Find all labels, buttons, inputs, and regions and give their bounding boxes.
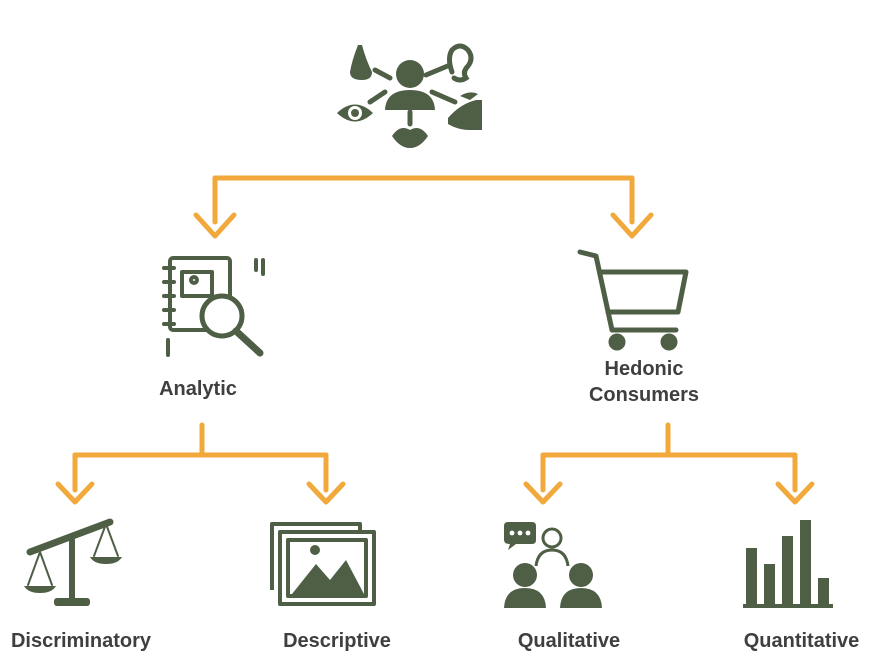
ear-icon bbox=[447, 43, 474, 83]
quantitative-label: Quantitative bbox=[743, 630, 860, 652]
descriptive-label: Descriptive bbox=[283, 630, 391, 652]
image-gallery-icon bbox=[270, 522, 376, 606]
five-senses-icon bbox=[337, 43, 482, 148]
hedonic-label-line1: Hedonic bbox=[604, 358, 684, 380]
group-discussion-icon bbox=[504, 522, 602, 608]
connector-lines bbox=[55, 175, 815, 505]
balance-scale-icon bbox=[24, 518, 122, 606]
person-icon bbox=[385, 60, 435, 110]
document-search-icon bbox=[162, 256, 265, 357]
bar-chart-icon bbox=[743, 520, 833, 608]
eye-icon bbox=[337, 104, 373, 122]
qualitative-label: Qualitative bbox=[517, 630, 621, 652]
hedonic-consumers-label: Hedonic Consumers bbox=[544, 356, 744, 408]
shopping-cart-icon bbox=[577, 249, 689, 351]
analytic-label: Analytic bbox=[159, 378, 237, 400]
discriminatory-label: Discriminatory bbox=[10, 630, 152, 652]
hand-icon bbox=[448, 92, 482, 130]
lips-icon bbox=[392, 128, 428, 148]
hedonic-label-line2: Consumers bbox=[588, 384, 700, 406]
nose-icon bbox=[350, 45, 372, 80]
